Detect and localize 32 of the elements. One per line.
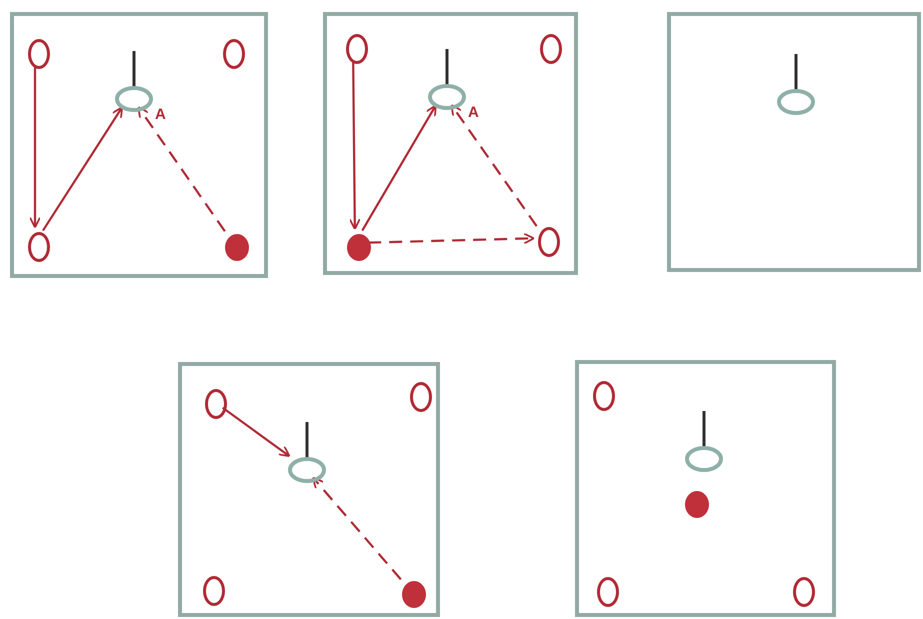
arrow <box>222 406 290 458</box>
arrow <box>368 232 535 244</box>
court-panel <box>323 12 578 275</box>
court-panel <box>667 12 921 272</box>
arrow <box>312 476 402 580</box>
player-circle <box>593 381 615 411</box>
player-dot <box>225 234 249 260</box>
player-circle <box>597 577 619 607</box>
arrow <box>361 104 437 232</box>
player-circle <box>793 577 815 607</box>
player-circle <box>203 576 225 606</box>
player-circle <box>205 389 227 419</box>
player-circle <box>223 39 245 69</box>
court-panel <box>10 12 268 278</box>
player-circle <box>410 382 432 412</box>
court-panel <box>178 362 440 617</box>
player-dot <box>685 490 709 518</box>
player-dot <box>402 580 426 608</box>
player-circle <box>28 232 50 262</box>
player-circle <box>538 227 560 257</box>
arrow <box>29 66 41 228</box>
court-panel <box>575 360 836 617</box>
arrow <box>138 106 226 232</box>
player-circle <box>540 34 562 64</box>
player-dot <box>347 234 371 260</box>
player-circle <box>346 34 368 64</box>
arrow <box>348 61 361 230</box>
player-circle <box>28 39 50 69</box>
hoop-label: A <box>468 105 479 121</box>
arrow <box>42 106 124 232</box>
hoop-label: A <box>155 107 166 123</box>
arrow <box>450 104 538 227</box>
